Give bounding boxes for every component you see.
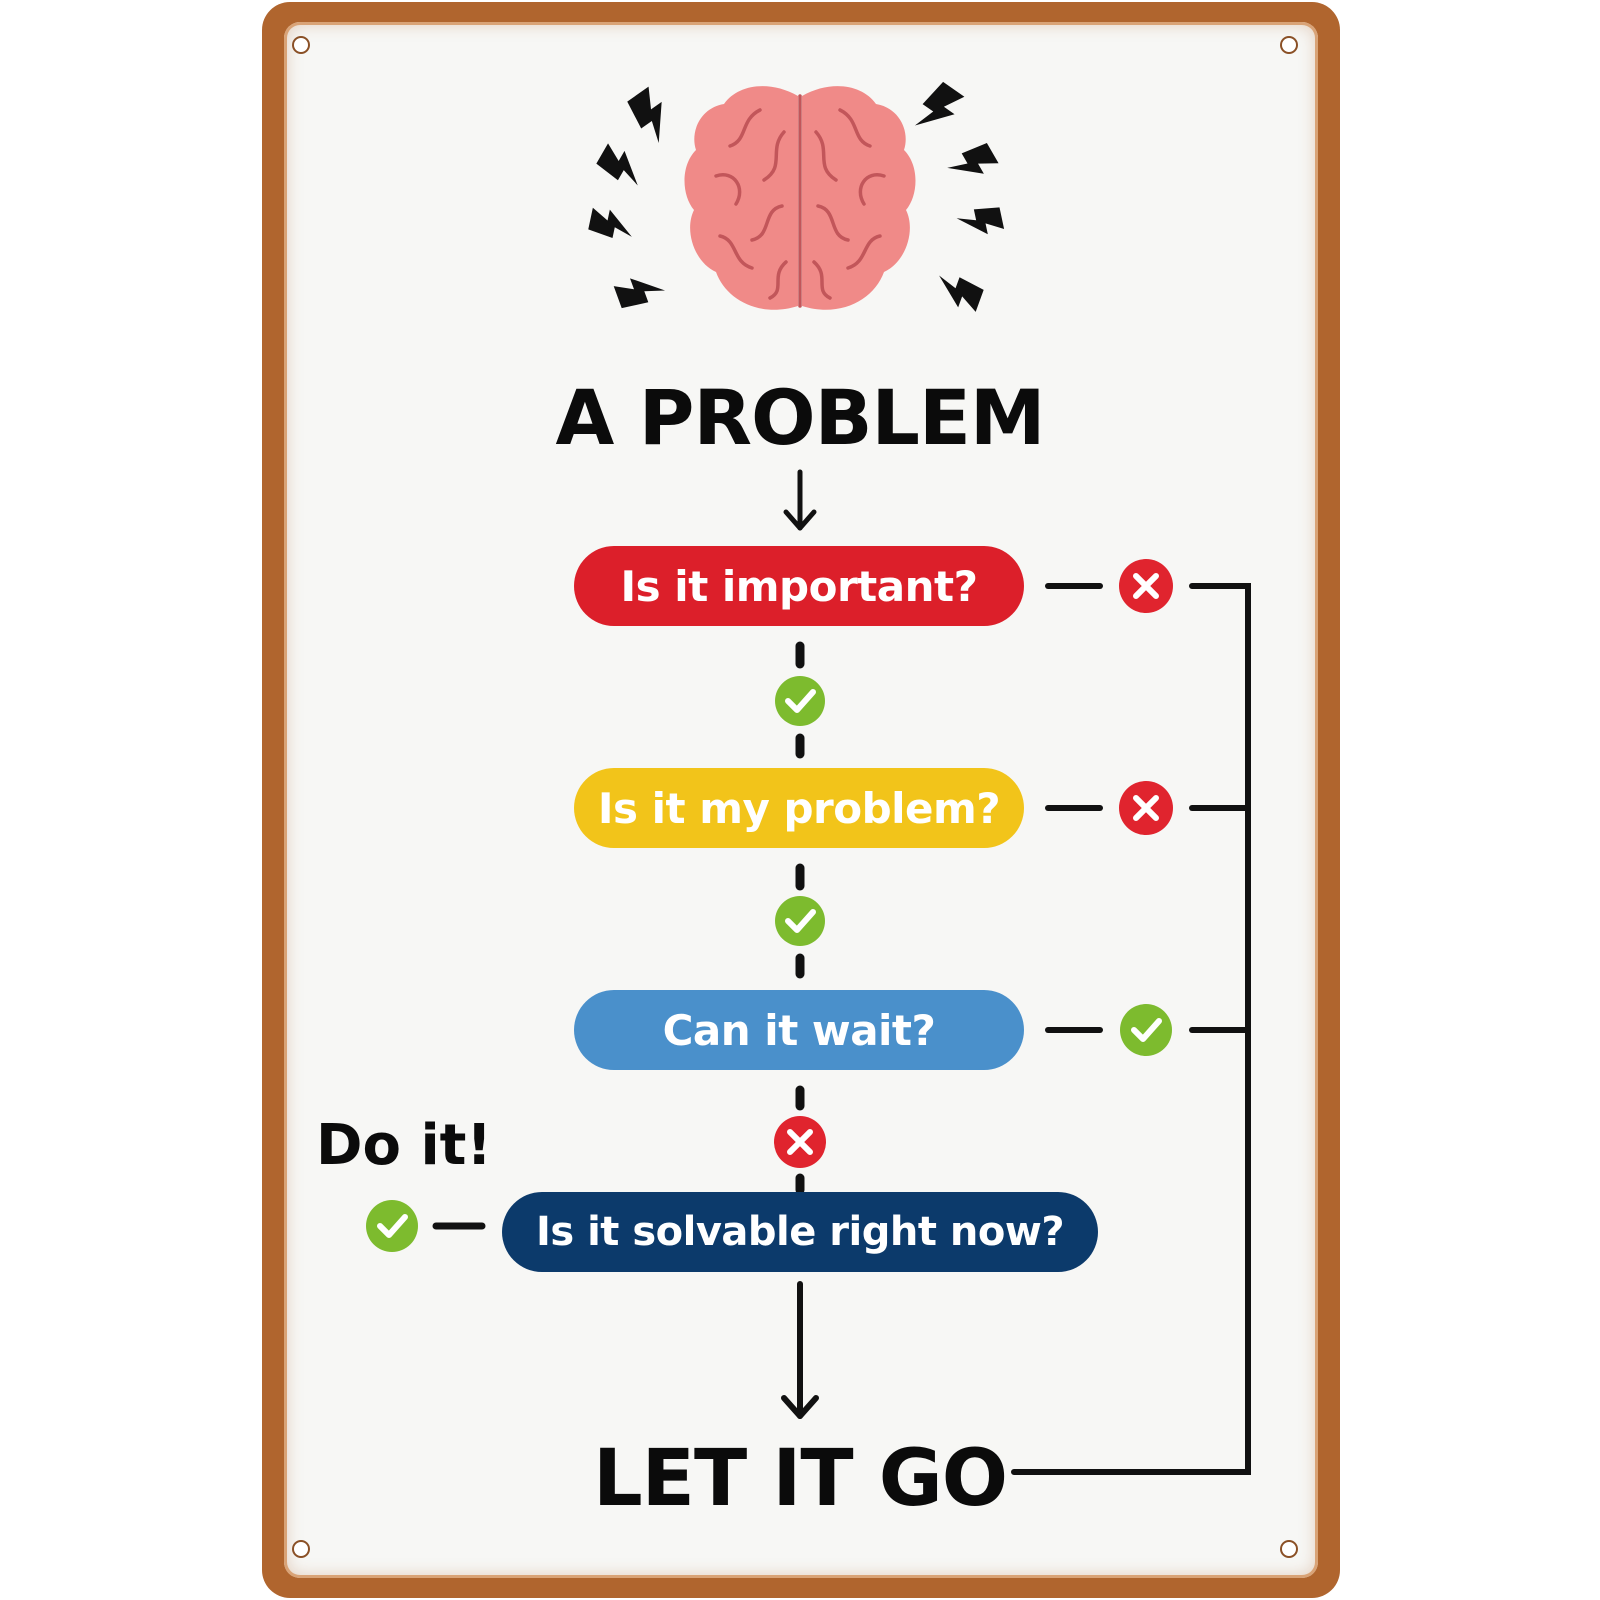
cross-icon: [1119, 559, 1173, 613]
mounting-hole-top-right: [1280, 36, 1298, 54]
question-solvable-now-label: Is it solvable right now?: [535, 1209, 1065, 1255]
cross-icon: [1119, 781, 1173, 835]
check-icon: [775, 896, 825, 946]
let-it-go-label: LET IT GO: [592, 1434, 1008, 1524]
mounting-hole-bottom-right: [1280, 1540, 1298, 1558]
brain-icon: [684, 86, 916, 310]
check-icon: [1120, 1004, 1172, 1056]
question-important: Is it important?: [574, 546, 1024, 626]
question-my-problem: Is it my problem?: [574, 768, 1024, 848]
arrow-down-start: [783, 469, 817, 531]
mounting-hole-top-left: [292, 36, 310, 54]
cross-icon: [774, 1116, 826, 1168]
question-can-wait-label: Can it wait?: [662, 1005, 936, 1055]
check-icon: [366, 1200, 418, 1252]
question-can-wait: Can it wait?: [574, 990, 1024, 1070]
question-my-problem-label: Is it my problem?: [597, 783, 1001, 833]
mounting-hole-bottom-left: [292, 1540, 310, 1558]
right-branch-lines: [1011, 583, 1251, 1475]
arrow-down-let-it-go: [781, 1281, 819, 1419]
do-it-label: Do it!: [316, 1113, 492, 1178]
title-a-problem: A PROBLEM: [555, 373, 1045, 462]
check-icon: [775, 676, 825, 726]
question-solvable-now: Is it solvable right now?: [502, 1192, 1098, 1272]
question-important-label: Is it important?: [620, 561, 978, 611]
